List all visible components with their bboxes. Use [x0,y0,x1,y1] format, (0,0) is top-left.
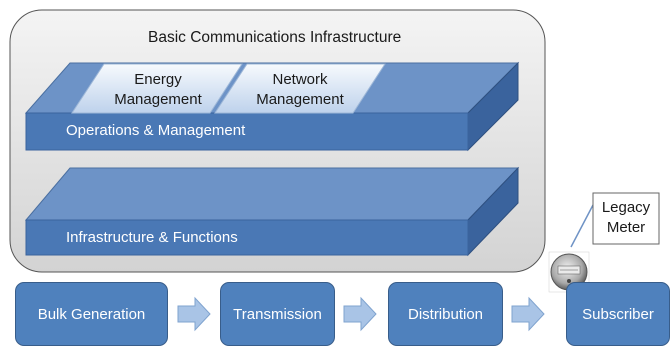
arrow-icon [343,296,377,332]
distribution-box: Distribution [388,282,503,346]
operations-layer-label: Operations & Management [66,122,246,139]
network-management-box [214,63,386,114]
network-management-line-1: Network [272,71,328,88]
meter-callout-line-2: Meter [606,219,646,236]
energy-management-line-2: Management [114,91,202,108]
meter-callout-box [592,192,660,245]
operations-layer-front [25,112,469,151]
subscriber-label: Subscriber [582,305,654,323]
energy-management-line-1: Energy [134,71,182,88]
infrastructure-layer-front [25,219,469,256]
network-management-line-2: Management [256,91,344,108]
energy-management-label: Energy Management [100,70,216,110]
arrow-icon [177,296,211,332]
infrastructure-layer [24,166,520,257]
bulk-generation-label: Bulk Generation [37,305,146,323]
meter-callout-line [570,204,594,248]
infrastructure-layer-label: Infrastructure & Functions [66,229,238,246]
distribution-label: Distribution [407,305,484,323]
transmission-label: Transmission [233,305,322,323]
network-management-label: Network Management [242,70,358,110]
meter-callout-label: Legacy Meter [593,198,659,238]
subscriber-box: Subscriber [566,282,670,346]
energy-management-box [71,63,243,114]
infrastructure-layer-top [24,167,520,221]
arrow-icon [511,296,545,332]
meter-callout-line-1: Legacy [601,199,651,216]
infrastructure-title: Basic Communications Infrastructure [148,29,402,46]
bulk-generation-box: Bulk Generation [15,282,168,346]
transmission-box: Transmission [220,282,335,346]
